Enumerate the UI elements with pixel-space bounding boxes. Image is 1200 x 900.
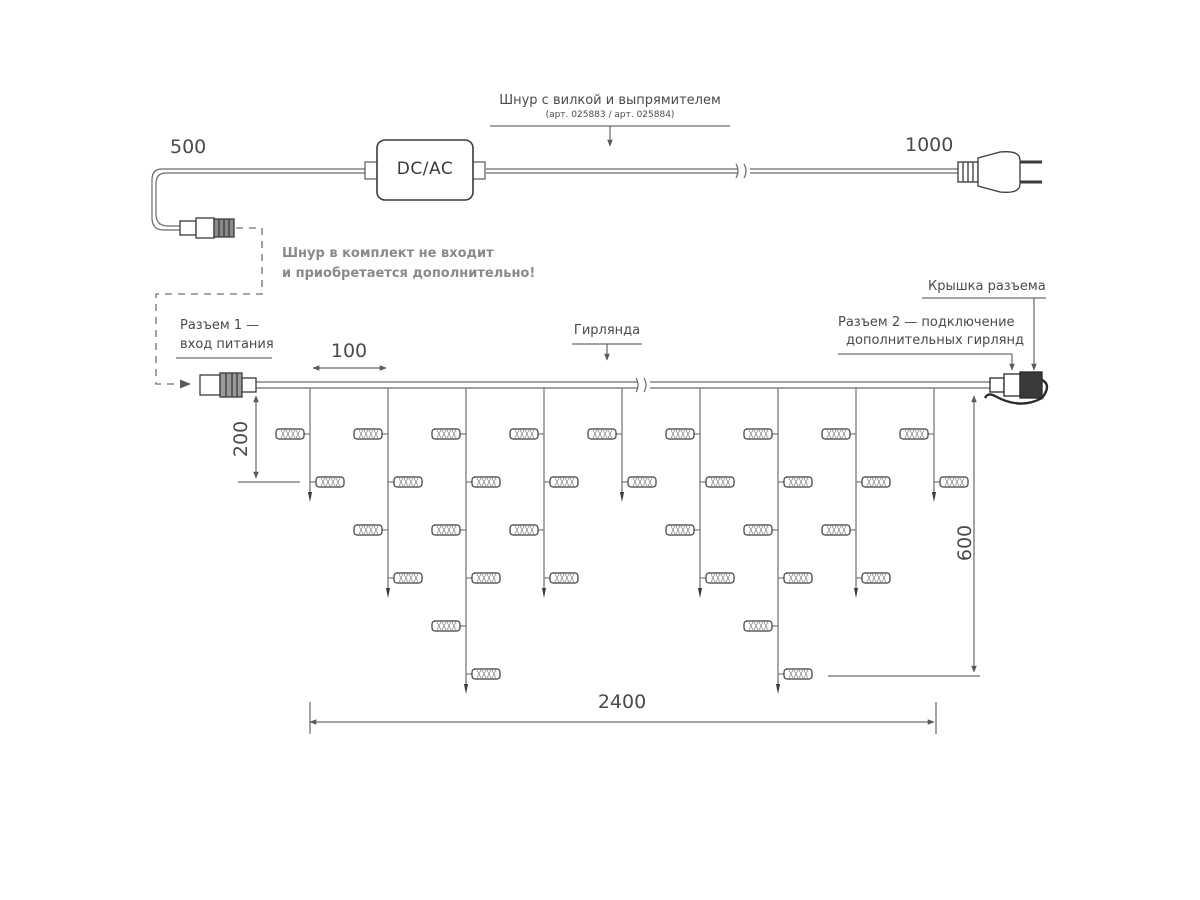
dim-drop-short-label: 200 <box>230 420 253 458</box>
led-bulb-icon <box>821 428 856 440</box>
led-bulb-icon <box>778 476 813 488</box>
cord-right-length: 1000 <box>905 134 954 156</box>
led-bulb-icon <box>466 476 501 488</box>
dimension-drop-long <box>828 395 980 677</box>
drop-tip <box>386 588 390 598</box>
led-bulb-icon <box>665 428 700 440</box>
power-plug-icon <box>957 151 1042 193</box>
led-bulb-icon <box>275 428 310 440</box>
led-bulb-icon <box>743 524 778 536</box>
rectifier-box <box>364 139 486 201</box>
led-bulb-icon <box>778 572 813 584</box>
cord-title: Шнур с вилкой и выпрямителем <box>499 93 721 108</box>
drop-tip <box>464 684 468 694</box>
note-line1: Шнур в комплект не входит <box>282 246 494 261</box>
rectifier-label: DC/AC <box>396 159 454 179</box>
note-line2: и приобретается дополнительно! <box>282 266 536 281</box>
dimension-total-width <box>309 702 937 734</box>
cord-left-length: 500 <box>170 136 207 158</box>
connector2-line1: Разъем 2 — подключение <box>838 315 1015 330</box>
garland-main-wire <box>256 377 990 393</box>
led-bulb-icon <box>431 524 466 536</box>
led-bulb-icon <box>388 476 423 488</box>
led-bulb-icon <box>899 428 934 440</box>
dim-total-width-label: 2400 <box>597 691 647 713</box>
power-cord <box>151 163 958 231</box>
led-bulb-icon <box>856 476 891 488</box>
drop-tip <box>932 492 936 502</box>
led-bulb-icon <box>856 572 891 584</box>
connector2-line2: дополнительных гирлянд <box>846 333 1024 348</box>
drop-tip <box>308 492 312 502</box>
dim-drop-long-label: 600 <box>954 524 977 562</box>
led-bulb-icon <box>544 476 579 488</box>
led-bulb-icon <box>778 668 813 680</box>
cord-label-pointer <box>490 125 730 147</box>
led-bulb-icon <box>431 428 466 440</box>
cap-label-pointer <box>922 297 1046 371</box>
led-bulb-icon <box>431 620 466 632</box>
connector1-line2: вход питания <box>180 337 274 352</box>
led-bulb-icon <box>665 524 700 536</box>
drop-tip <box>542 588 546 598</box>
drop-tip <box>698 588 702 598</box>
led-bulb-icon <box>353 428 388 440</box>
led-bulb-icon <box>743 620 778 632</box>
connector2-label-pointer <box>838 353 1015 371</box>
drop-tip <box>854 588 858 598</box>
led-bulb-icon <box>934 476 969 488</box>
dim-pitch-label: 100 <box>330 340 368 362</box>
led-bulb-icon <box>509 524 544 536</box>
output-connector-icon <box>983 371 1049 405</box>
led-bulb-icon <box>821 524 856 536</box>
led-bulb-icon <box>700 476 735 488</box>
connector1-line1: Разъем 1 — <box>180 318 260 333</box>
led-bulb-icon <box>466 668 501 680</box>
garland-drops <box>275 388 969 694</box>
cord-article: (арт. 025883 / арт. 025884) <box>545 110 675 120</box>
garland-label-pointer <box>572 343 642 361</box>
dashed-connection <box>155 227 263 389</box>
input-connector-icon <box>199 372 257 398</box>
led-bulb-icon <box>622 476 657 488</box>
cap-label: Крышка разъема <box>928 279 1046 294</box>
led-bulb-icon <box>544 572 579 584</box>
cord-connector-icon <box>179 217 235 239</box>
led-bulb-icon <box>353 524 388 536</box>
led-bulb-icon <box>388 572 423 584</box>
dimension-drop-short <box>238 395 300 483</box>
led-bulb-icon <box>310 476 345 488</box>
drop-tip <box>620 492 624 502</box>
led-bulb-icon <box>509 428 544 440</box>
led-bulb-icon <box>587 428 622 440</box>
led-bulb-icon <box>466 572 501 584</box>
drop-tip <box>776 684 780 694</box>
led-bulb-icon <box>743 428 778 440</box>
garland-label: Гирлянда <box>573 323 641 338</box>
led-bulb-icon <box>700 572 735 584</box>
